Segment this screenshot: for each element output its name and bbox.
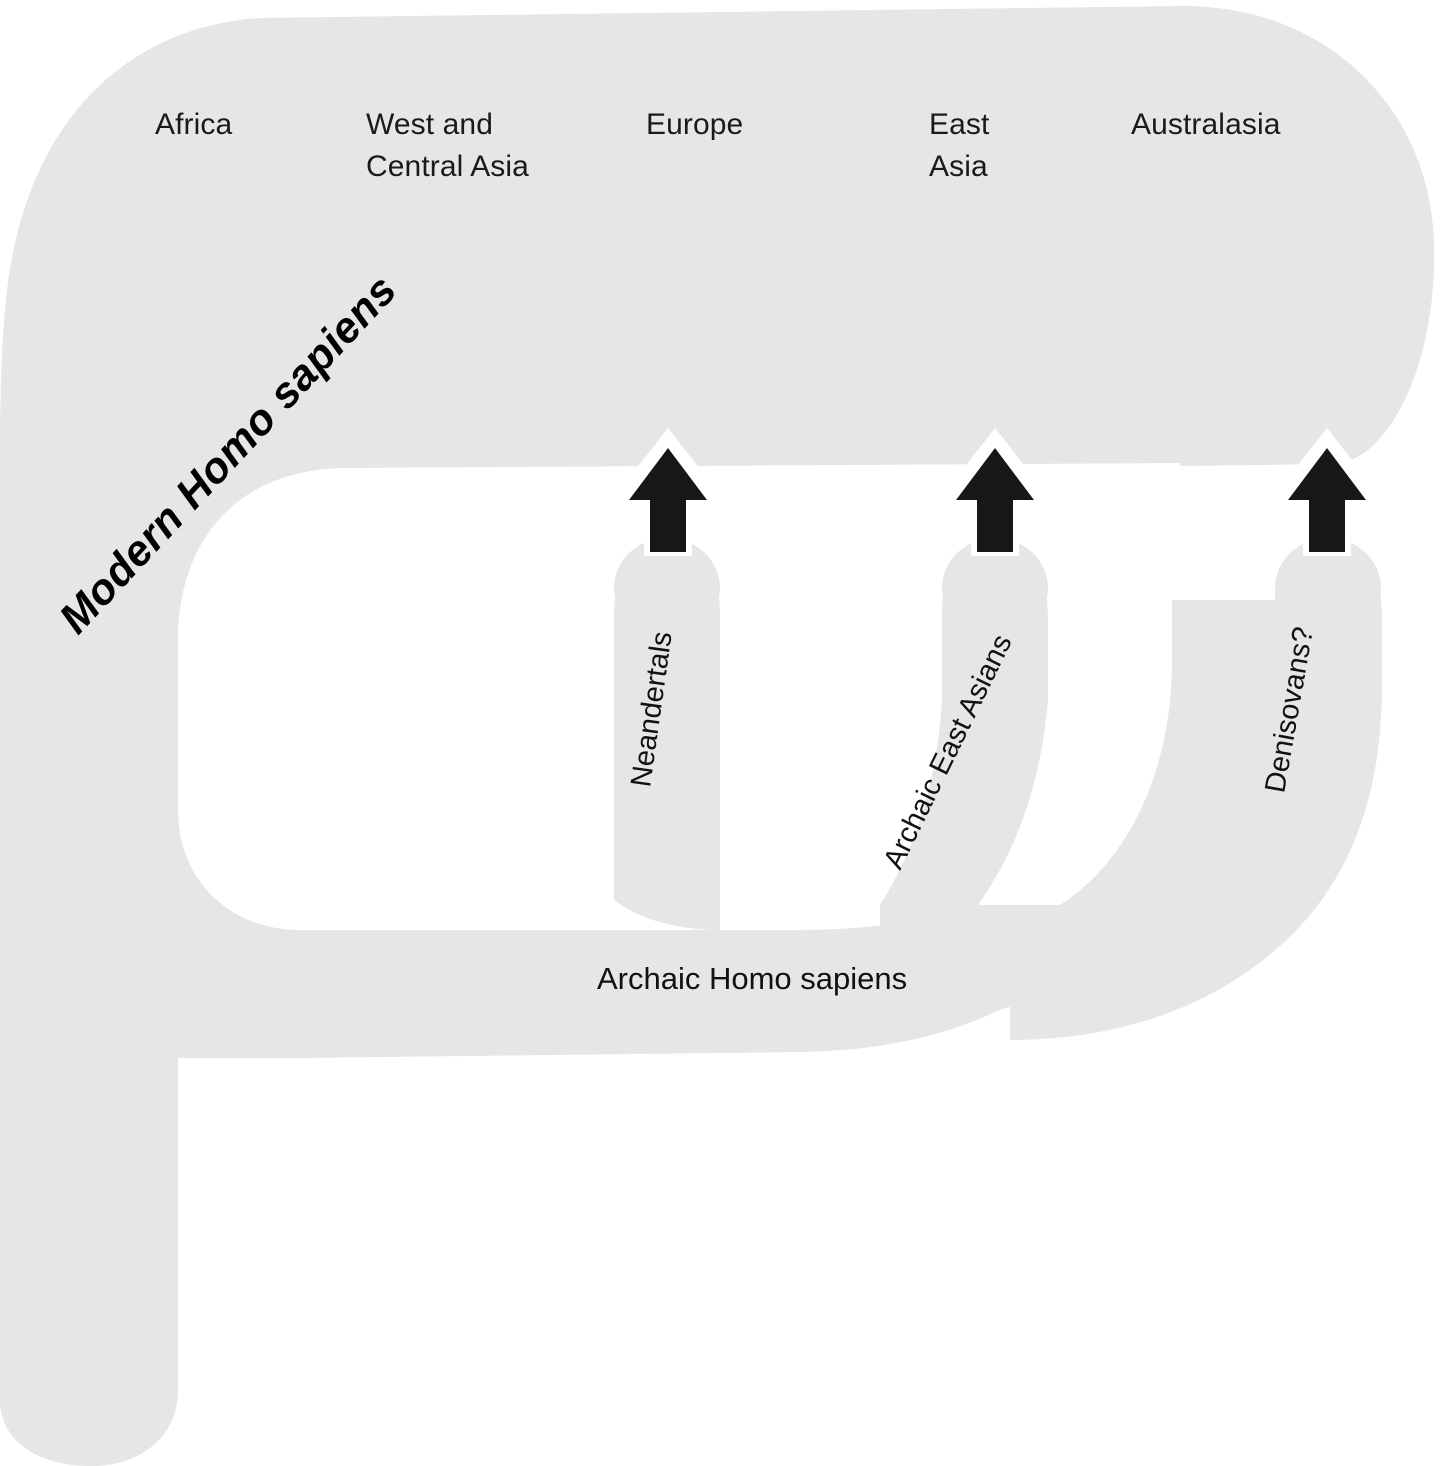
lineage-label-archaic-homo-sapiens: Archaic Homo sapiens [597, 961, 907, 996]
arrow-europe [618, 428, 718, 556]
whitespace-gap-3 [978, 472, 1172, 905]
arrow-east-asia [945, 428, 1045, 556]
modern-homo-sapiens-clade [0, 6, 1435, 1466]
region-label-europe: Europe [646, 108, 743, 141]
arrow-australasia-body [1288, 448, 1366, 552]
arrow-east-asia-body [956, 448, 1034, 552]
archaic-homo-sapiens-clade [0, 472, 1382, 1178]
branch-denisovans-cap [1275, 538, 1381, 638]
branch-neandertals-cap [614, 538, 720, 638]
archaic-trunk [0, 600, 1292, 1058]
whitespace-lower-right [178, 1058, 310, 1180]
modern-stem-bottom [0, 1240, 178, 1466]
admixture-arrows [618, 428, 1377, 556]
whitespace-bottom-right [180, 900, 1440, 1466]
branch-denisovans [1010, 540, 1382, 1040]
whitespace-gap-1 [208, 472, 640, 905]
region-label-africa: Africa [155, 108, 232, 141]
whitespace-gap-2 [722, 472, 941, 905]
modern-clade-canopy [0, 6, 1435, 1466]
arrow-australasia [1277, 428, 1377, 556]
region-label-west-central-asia: West and Central Asia [366, 108, 529, 183]
region-label-australasia: Australasia [1131, 108, 1281, 141]
branch-archaic-east-asians [880, 540, 1048, 930]
branch-east-asians-cap [942, 538, 1048, 638]
branch-neandertals-foot [614, 760, 720, 930]
region-headers: Africa West and Central Asia Europe East… [155, 108, 1281, 183]
region-label-east-asia: East Asia [929, 108, 998, 183]
arrow-europe-body [629, 448, 707, 552]
modern-canopy-right-bulge [1180, 6, 1434, 466]
